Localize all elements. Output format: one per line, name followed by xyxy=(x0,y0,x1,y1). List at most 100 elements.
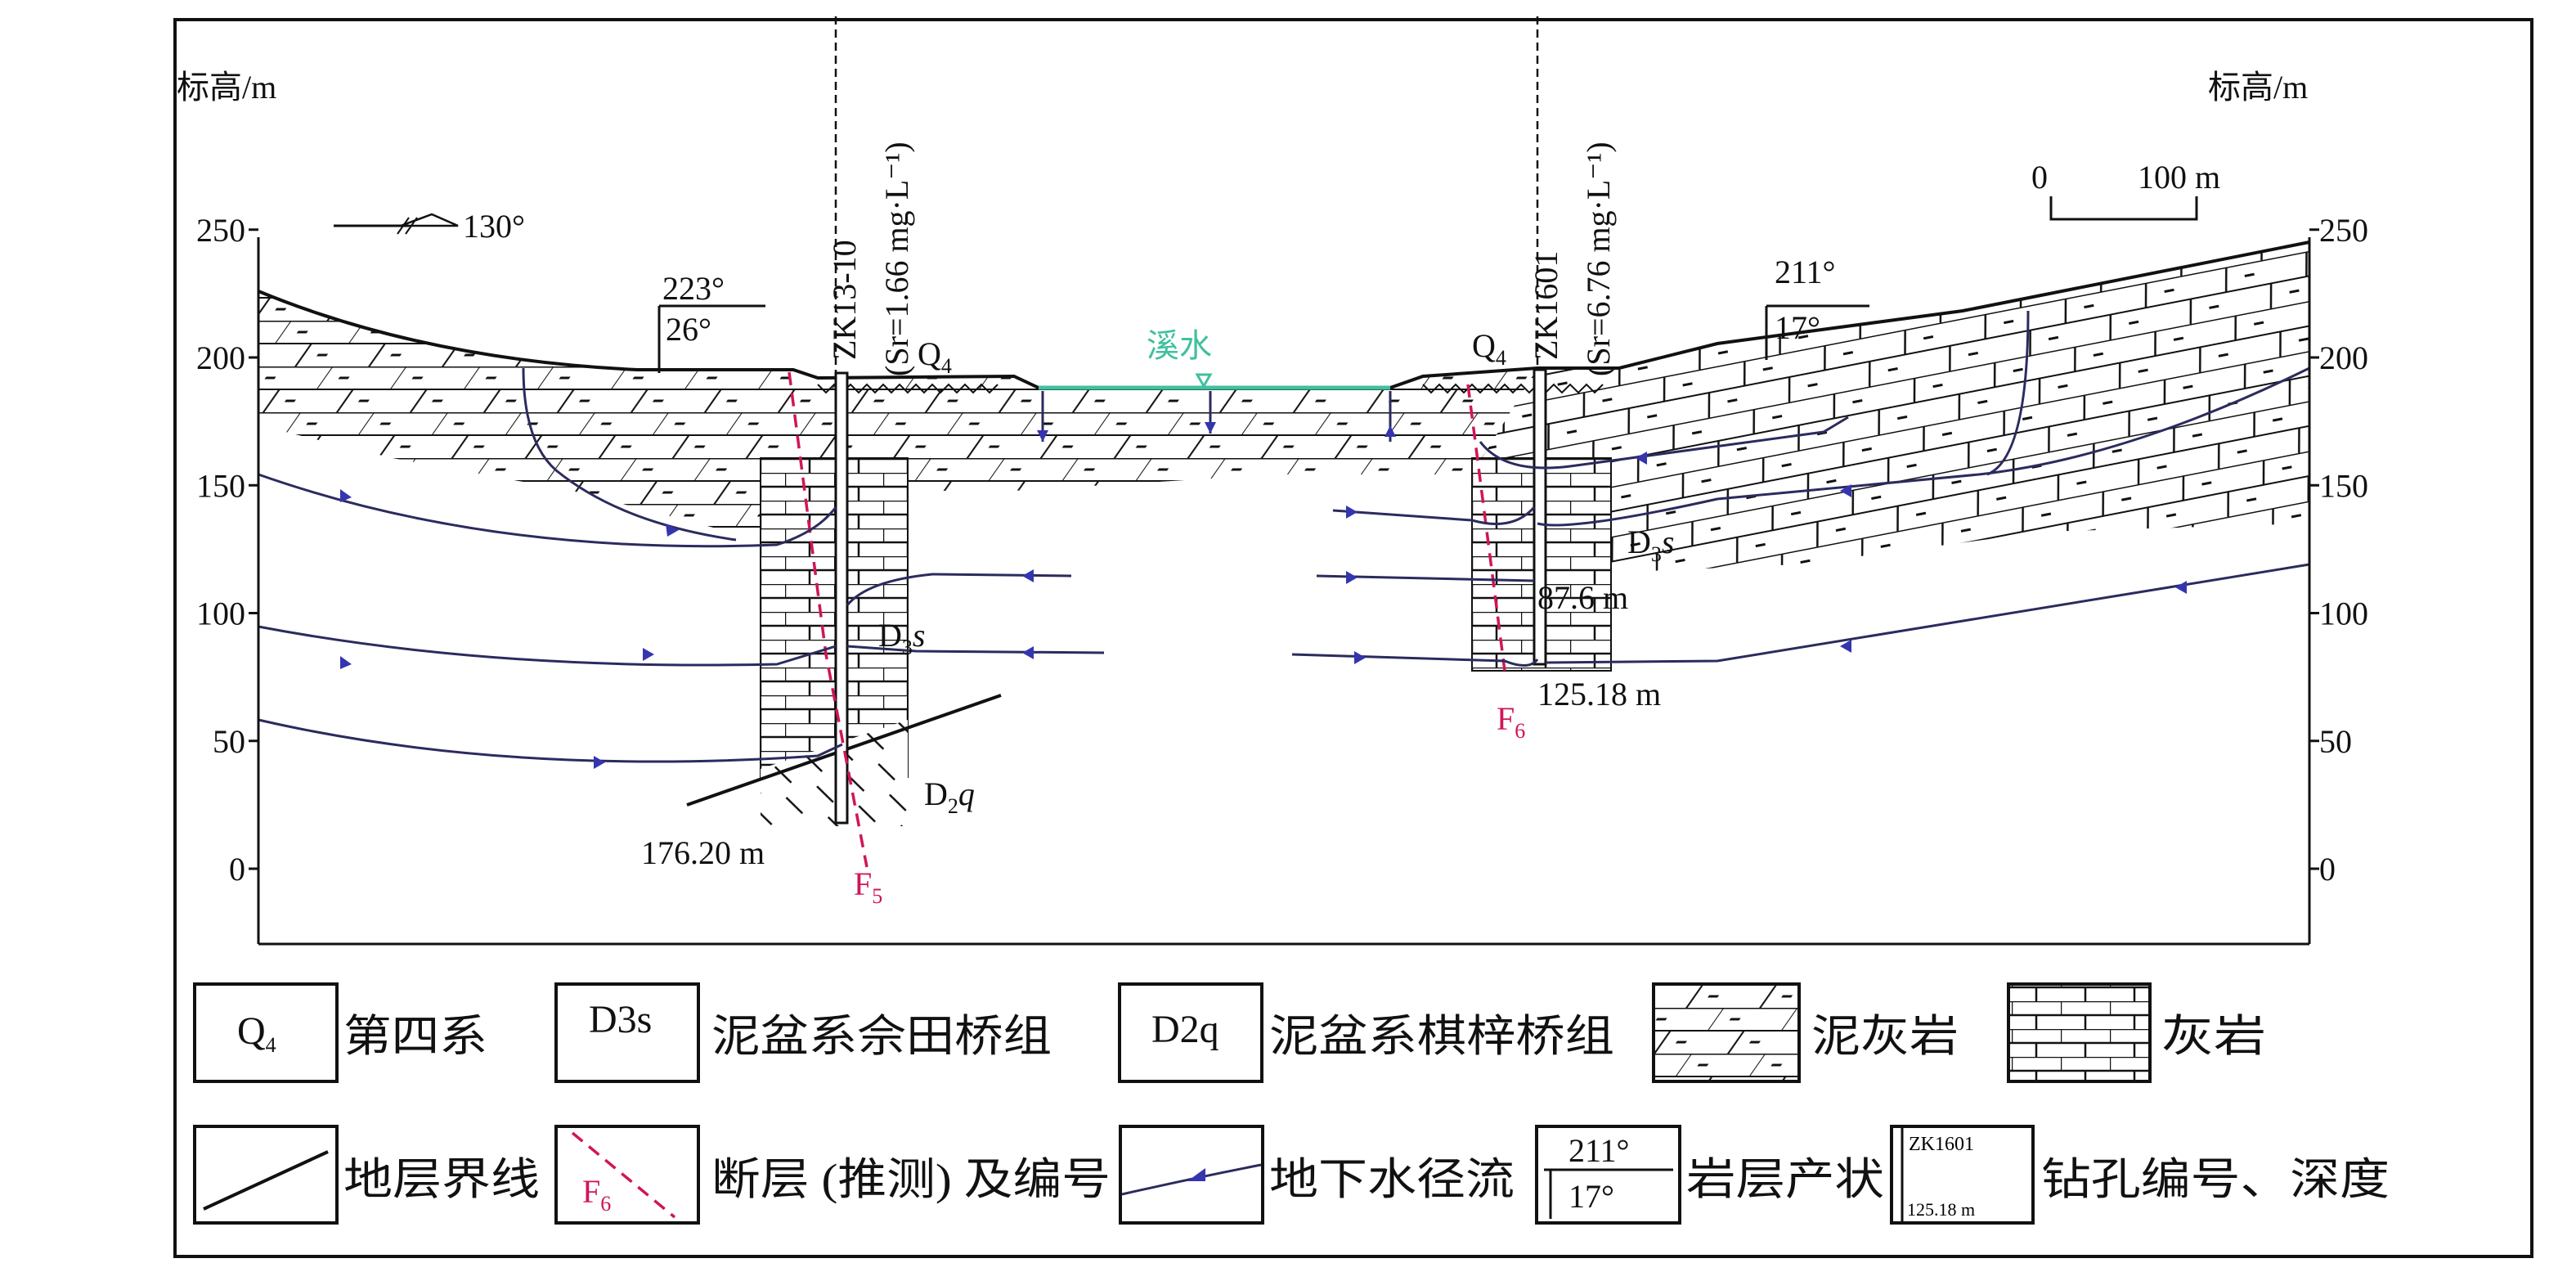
legend-item-limestone: 灰岩 xyxy=(2007,982,2266,1083)
flow-line xyxy=(1332,506,1536,525)
flow-line xyxy=(522,367,737,542)
legend-item-q4: Q4 第四系 xyxy=(193,982,487,1083)
axis-tick-label: 50 xyxy=(2319,723,2352,760)
axis-tick-label: 0 xyxy=(2319,851,2336,888)
scale-bar: 0 100 m xyxy=(2031,159,2220,221)
arrow-icon xyxy=(643,648,654,661)
d2q-label: D2q xyxy=(924,775,975,818)
legend-symbol: 17° xyxy=(1568,1178,1614,1215)
arrow-icon xyxy=(2175,581,2187,594)
legend-symbol: Q4 xyxy=(237,1009,276,1057)
arrow-icon xyxy=(1037,430,1048,442)
arrow-icon xyxy=(594,756,605,769)
legend-item-boundary: 地层界线 xyxy=(193,1125,540,1225)
flow-line xyxy=(258,718,843,763)
orientation-label: 130° xyxy=(463,208,525,245)
legend-item-borehole: ZK1601 125.18 m 钻孔编号、深度 xyxy=(1890,1125,2390,1225)
flow-line xyxy=(1537,366,2310,527)
borehole-sr-zk1601: (Sr=6.76 mg·L⁻¹) xyxy=(1580,142,1617,376)
axis-tick-label: 250 xyxy=(196,212,245,249)
scale-zero: 0 xyxy=(2031,159,2048,196)
legend-symbol: 125.18 m xyxy=(1907,1199,1975,1220)
legend-label: 泥灰岩 xyxy=(1811,1012,1959,1061)
depth-zk13-10: 176.20 m xyxy=(641,834,765,871)
d2q-block xyxy=(761,720,908,826)
groundwater-flow xyxy=(258,310,2310,769)
legend: Q4 第四系 D3s 泥盆系佘田桥组 D2q 泥盆系棋梓桥组 泥灰岩 灰岩 地层… xyxy=(193,982,2390,1225)
borehole-zk1601 xyxy=(1533,16,1547,666)
attitude-dip: 17° xyxy=(1775,309,1820,346)
axis-tick-label: 200 xyxy=(2319,339,2368,376)
axis-tick-label: 100 xyxy=(2319,596,2368,632)
legend-label: 岩层产状 xyxy=(1686,1155,1884,1204)
legend-symbol: ZK1601 xyxy=(1909,1134,1974,1155)
fault-f6 xyxy=(1466,384,1506,672)
borehole-zk13-10 xyxy=(834,16,849,825)
arrow-icon xyxy=(1636,452,1647,465)
stream-label: 溪水 xyxy=(1147,327,1212,364)
legend-item-d3s: D3s 泥盆系佘田桥组 xyxy=(554,982,1052,1083)
flow-line xyxy=(846,573,1072,606)
borehole-id-zk13-10: ZK13-10 xyxy=(826,240,863,360)
legend-symbol: D2q xyxy=(1151,1008,1219,1051)
ground-surface xyxy=(258,240,2310,389)
axis-tick-label: 200 xyxy=(196,339,245,376)
flow-line xyxy=(846,645,1105,654)
flow-line xyxy=(1545,563,2310,664)
legend-label: 第四系 xyxy=(343,1012,487,1061)
attitude-dir: 223° xyxy=(662,270,725,307)
marl-left xyxy=(258,291,1537,540)
legend-label: 灰岩 xyxy=(2161,1012,2266,1061)
arrow-icon xyxy=(1840,640,1851,653)
fault-f5 xyxy=(788,371,868,868)
fault-f5-label: F5 xyxy=(854,865,882,908)
depth-87-6: 87.6 m xyxy=(1537,579,1628,616)
attitude-dir: 211° xyxy=(1775,254,1836,290)
flow-line xyxy=(1291,653,1539,667)
legend-item-attitude: 211° 17° 岩层产状 xyxy=(1535,1125,1884,1225)
axis-tick-label: 150 xyxy=(196,467,245,504)
axis-tick-label: 150 xyxy=(2319,467,2368,504)
legend-label: 钻孔编号、深度 xyxy=(2041,1155,2390,1204)
arrow-icon xyxy=(340,489,352,502)
flow-line xyxy=(258,473,837,548)
legend-symbol: 211° xyxy=(1568,1132,1630,1169)
water-level-icon xyxy=(1195,373,1213,389)
fault-f6-label: F6 xyxy=(1497,700,1525,743)
arrow-icon xyxy=(1346,506,1358,519)
figure-frame xyxy=(173,18,2533,1258)
legend-label: 断层 (推测) 及编号 xyxy=(711,1155,1111,1204)
axis-tick-label: 250 xyxy=(2319,212,2368,249)
q4-label-right: Q4 xyxy=(1472,327,1506,370)
arrow-icon xyxy=(340,656,352,669)
attitude-dip: 26° xyxy=(666,311,711,348)
legend-item-marl: 泥灰岩 xyxy=(1652,982,1959,1083)
attitude-left: 223° 26° xyxy=(657,270,765,373)
axis-tick-label: 50 xyxy=(213,723,245,760)
axis-tick-label: 100 xyxy=(196,596,245,632)
legend-item-flow: 地下水径流 xyxy=(1119,1125,1515,1225)
geology xyxy=(258,240,2310,826)
d3s-label-left: D3s xyxy=(878,617,925,659)
borehole-id-zk1601: ZK1601 xyxy=(1528,251,1564,360)
flow-line xyxy=(1479,416,1849,470)
legend-label: 地下水径流 xyxy=(1269,1155,1515,1204)
legend-symbol: D3s xyxy=(589,998,652,1041)
legend-label: 地层界线 xyxy=(343,1155,540,1204)
arrow-icon xyxy=(1346,571,1358,584)
d3s-label-right: D3s xyxy=(1627,524,1674,566)
legend-item-fault: F6 断层 (推测) 及编号 xyxy=(554,1125,1111,1225)
scale-end: 100 m xyxy=(2138,159,2220,196)
section-orientation: 130° xyxy=(334,208,525,245)
flow-line xyxy=(1986,310,2030,476)
arrow-icon xyxy=(1840,484,1851,497)
arrow-icon xyxy=(1022,569,1034,582)
legend-symbol: F6 xyxy=(582,1173,611,1216)
left-axis-label: 标高/m xyxy=(177,69,276,106)
arrow-icon xyxy=(1354,651,1366,664)
arrow-icon xyxy=(666,524,679,537)
depth-zk1601: 125.18 m xyxy=(1537,676,1661,712)
marl-right xyxy=(1472,242,2309,573)
